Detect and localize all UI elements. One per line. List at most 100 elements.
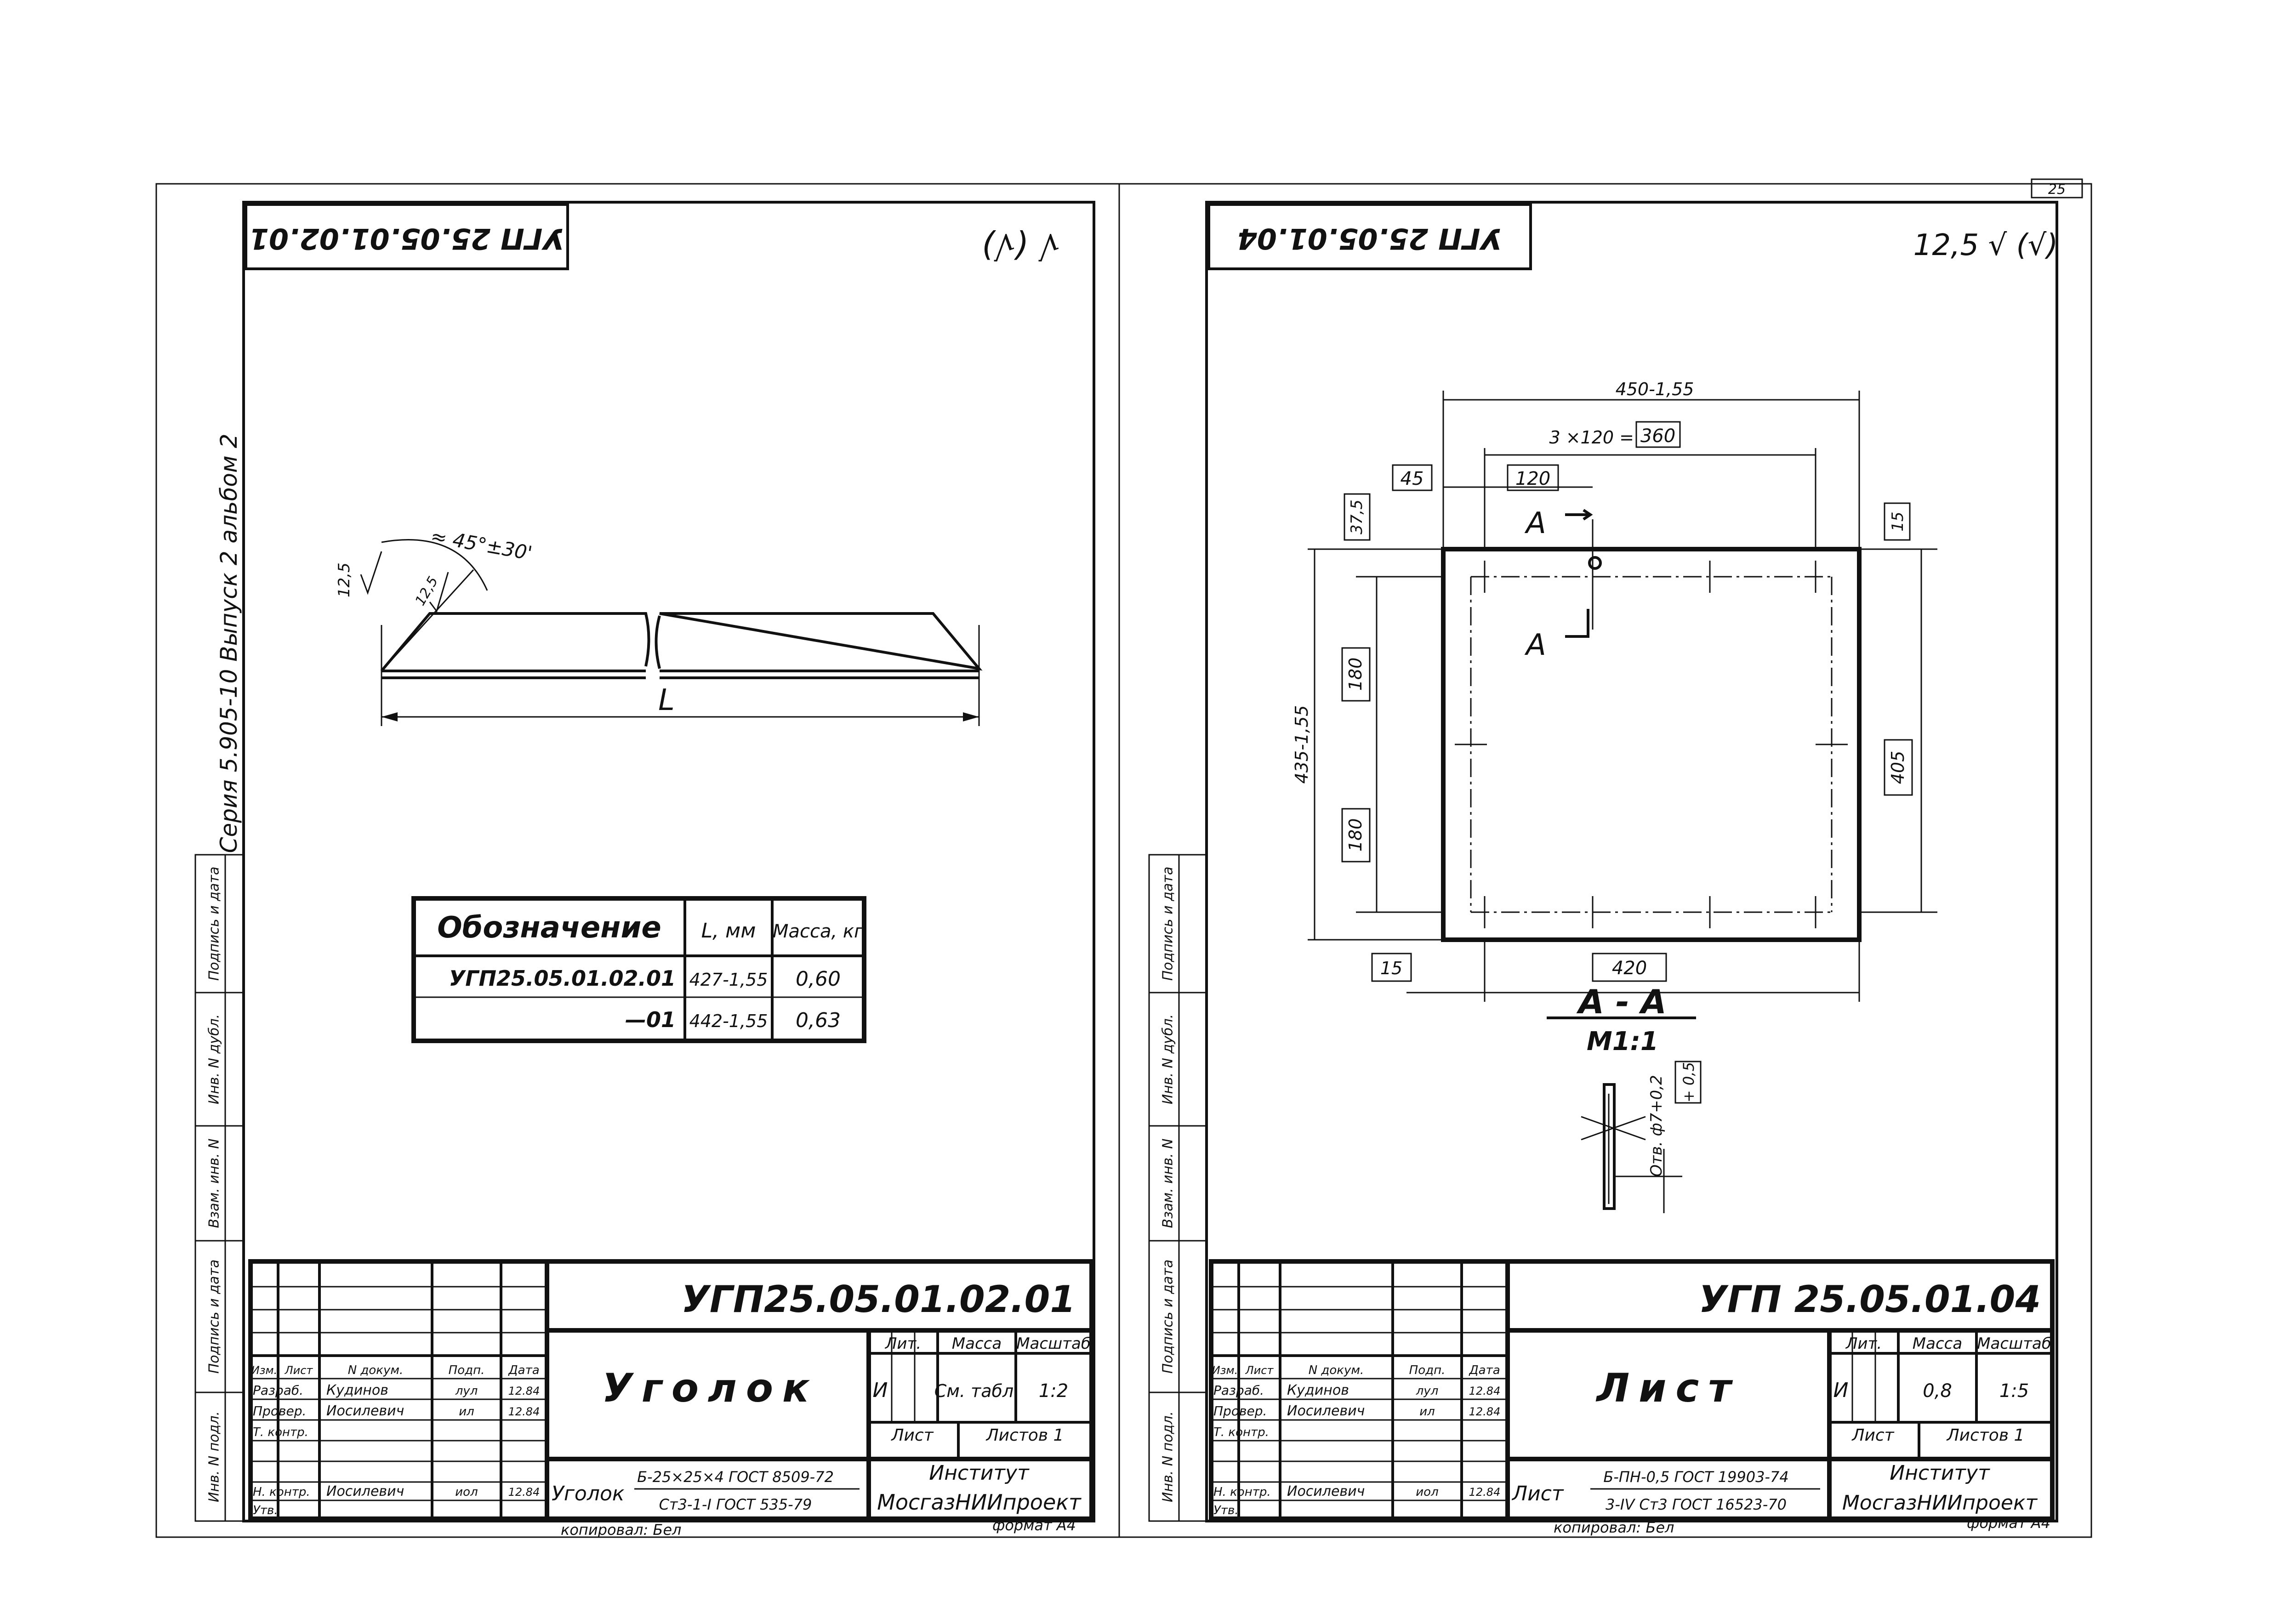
- section-aa-label: А - А: [1576, 982, 1666, 1021]
- table-row-2-mass: 0,63: [796, 1009, 841, 1032]
- right-scale-value: 1:5: [1999, 1380, 2029, 1402]
- left-stamp-code: УГП 25.05.01.02.01: [249, 222, 564, 256]
- left-role-header-izm: Изм.: [251, 1364, 277, 1377]
- right-format: формат А4: [1967, 1514, 2050, 1532]
- left-role-header-podp: Подп.: [449, 1363, 485, 1377]
- dim-top-offset: 37,5: [1348, 500, 1366, 534]
- plate-drawing: 450-1,55 3 ×120 = 360 45 120 37,5 15 180…: [1292, 379, 1937, 1002]
- right-lit-header: Лит.: [1845, 1334, 1882, 1353]
- right-role-tkontr: Т. контр.: [1213, 1425, 1269, 1439]
- roughness-b: 12,5: [412, 574, 442, 608]
- page-number-box: [2031, 178, 2083, 199]
- right-side-cells: Подпись и дата Инв. N дубл. Взам. инв. N…: [1148, 854, 1207, 1522]
- left-side-cells: Подпись и дата Инв. N дубл. Взам. инв. N…: [194, 854, 245, 1522]
- left-format: формат А4: [992, 1516, 1076, 1534]
- dim-left-180b: 180: [1345, 818, 1366, 852]
- left-role-razrab: Разраб.: [253, 1383, 303, 1398]
- right-side-inv-dubl: Инв. N дубл.: [1160, 1014, 1176, 1105]
- right-side-vzam-inv: Взам. инв. N: [1160, 1139, 1176, 1228]
- left-title-block: УГП25.05.01.02.01 Уголок Лит. Масса Масш…: [248, 1259, 1094, 1521]
- right-role-prover: Провер.: [1213, 1403, 1267, 1419]
- right-role-header-izm: Изм.: [1212, 1364, 1238, 1377]
- hole-dim: + 0,5: [1680, 1062, 1697, 1102]
- right-stamp-code: УГП 25.05.01.04: [1237, 222, 1503, 256]
- dim-L-label: L: [658, 683, 675, 717]
- left-frame: [242, 201, 1095, 1522]
- variant-table: Обозначение L, мм Масса, кг УГП25.05.01.…: [411, 896, 866, 1043]
- right-org-line2: МосгазНИИпроект: [1842, 1491, 2038, 1515]
- section-marker-top: А: [1524, 506, 1546, 540]
- right-role-razrab: Разраб.: [1213, 1383, 1264, 1398]
- right-date-prover: 12.84: [1469, 1405, 1501, 1418]
- right-role-nkontr: Н. контр.: [1213, 1485, 1271, 1499]
- right-lit-value: И: [1833, 1379, 1849, 1402]
- left-mass-value: См. табл.: [934, 1381, 1019, 1401]
- plate-outline: [1441, 547, 1862, 942]
- dim-bottom-420: 420: [1612, 958, 1647, 979]
- left-name-razrab: Кудинов: [326, 1382, 388, 1398]
- right-name-prover: Иосилевич: [1287, 1403, 1365, 1419]
- angle-part-drawing: L ≈ 45°±30' 12,5 12,5: [335, 525, 983, 726]
- table-row-2-designation: —01: [625, 1007, 676, 1032]
- left-sign-razrab: лул: [455, 1384, 478, 1398]
- left-material-bottom: Ст3-1-I ГОСТ 535-79: [659, 1496, 812, 1513]
- left-name-nkontr: Иосилевич: [326, 1483, 404, 1499]
- right-copied: копировал: Бел: [1554, 1519, 1674, 1536]
- left-stamp-box: [245, 203, 569, 270]
- series-text: Серия 5.905-10 Выпуск 2 альбом 2: [216, 434, 242, 853]
- side-inv-podl: Инв. N подл.: [206, 1411, 222, 1502]
- right-material-bottom: 3-IV Ст3 ГОСТ 16523-70: [1606, 1496, 1787, 1513]
- side-inv-dubl: Инв. N дубл.: [206, 1014, 222, 1105]
- dim-overall-height: 435-1,55: [1292, 705, 1312, 784]
- left-scale-header: Масштаб: [1016, 1334, 1091, 1353]
- outer-border: [155, 183, 2092, 1538]
- left-lit-value: И: [873, 1379, 888, 1402]
- table-header-length: L, мм: [701, 919, 756, 943]
- hole-marker: [1588, 556, 1602, 570]
- right-role-header-data: Дата: [1469, 1363, 1500, 1377]
- table-row-1-designation: УГП25.05.01.02.01: [449, 966, 676, 991]
- right-role-header-ndok: N докум.: [1309, 1363, 1364, 1377]
- right-mass-header: Масса: [1913, 1334, 1962, 1353]
- dim-right-top: 15: [1889, 511, 1907, 531]
- dim-first-pitch: 120: [1515, 468, 1550, 489]
- left-role-tkontr: Т. контр.: [253, 1425, 308, 1439]
- right-side-podp-data: Подпись и дата: [1160, 867, 1176, 981]
- left-date-nkontr: 12.84: [508, 1486, 540, 1499]
- angle-label: ≈ 45°±30': [429, 525, 534, 565]
- side-podp-data-2: Подпись и дата: [206, 1260, 222, 1374]
- section-aa: А - А М1:1 Отв. ф7+0,2 + 0,5: [1547, 982, 1702, 1213]
- dim-pitch: 3 ×120 =: [1549, 427, 1634, 448]
- left-org-line2: МосгазНИИпроект: [877, 1490, 1082, 1515]
- right-roughness-note: 12,5 √ (√): [1913, 228, 2058, 262]
- right-scale-header: Масштаб: [1977, 1334, 2051, 1353]
- left-scale-value: 1:2: [1039, 1380, 1068, 1402]
- right-title-code: УГП 25.05.01.04: [1699, 1278, 2041, 1321]
- dim-right-405: 405: [1888, 751, 1908, 784]
- left-role-header-list: Лист: [285, 1364, 313, 1377]
- right-side-podp-data-2: Подпись и дата: [1160, 1260, 1176, 1374]
- left-role-prover: Провер.: [253, 1403, 306, 1419]
- left-sheet: УГП 25.05.01.02.01 √ (√) Серия 5.905-10 …: [194, 201, 1095, 1539]
- section-marker-bottom: А: [1524, 628, 1546, 662]
- right-material-top: Б-ПН-0,5 ГОСТ 19903-74: [1603, 1468, 1788, 1486]
- left-title-code: УГП25.05.01.02.01: [681, 1278, 1076, 1321]
- dim-pitch-total: 360: [1640, 426, 1675, 447]
- left-date-prover: 12.84: [508, 1405, 540, 1418]
- left-sign-nkontr: иол: [455, 1485, 478, 1499]
- side-vzam-inv: Взам. инв. N: [206, 1139, 222, 1228]
- table-row-2-length: 442-1,55: [689, 1011, 768, 1031]
- right-sign-prover: ил: [1419, 1405, 1435, 1419]
- right-material-prefix: Лист: [1511, 1482, 1564, 1505]
- left-name-prover: Иосилевич: [326, 1403, 404, 1419]
- section-aa-scale: М1:1: [1587, 1027, 1658, 1056]
- right-sign-razrab: лул: [1416, 1384, 1439, 1398]
- left-role-header-ndok: N докум.: [348, 1363, 404, 1377]
- right-org-line1: Институт: [1890, 1461, 1990, 1485]
- left-roughness-note: √ (√): [981, 227, 1060, 265]
- left-role-utv: Утв.: [253, 1504, 278, 1517]
- right-name-razrab: Кудинов: [1287, 1382, 1349, 1398]
- right-name-nkontr: Иосилевич: [1287, 1483, 1365, 1499]
- dim-overall-width: 450-1,55: [1616, 379, 1694, 399]
